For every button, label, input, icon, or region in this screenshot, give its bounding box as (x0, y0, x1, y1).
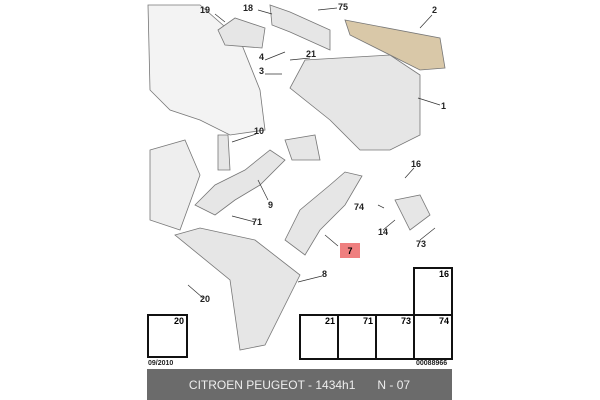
callout-21: 21 (306, 49, 317, 59)
date-label: 09/2010 (148, 360, 174, 367)
callout-4: 4 (259, 52, 265, 62)
callout-10: 10 (254, 126, 265, 136)
detail-box-21[interactable]: 21 (299, 314, 339, 360)
sensor-10 (217, 134, 231, 171)
callout-18: 18 (243, 3, 254, 13)
air-filter (344, 19, 446, 71)
detail-box-73[interactable]: 73 (375, 314, 415, 360)
leader-lines (187, 7, 441, 299)
detail-box-16[interactable]: 16 (413, 267, 453, 316)
callout-73: 73 (416, 239, 427, 249)
callout-3: 3 (259, 66, 265, 76)
callout-71: 71 (252, 217, 263, 227)
turbo (149, 139, 201, 231)
bracket-14 (394, 194, 431, 231)
footer-bar: CITROEN PEUGEOT - 1434h1 N - 07 (147, 369, 452, 400)
callout-20: 20 (200, 294, 211, 304)
detail-box-20[interactable]: 20 (147, 314, 188, 358)
resonator-8 (174, 227, 301, 351)
detail-box-74[interactable]: 74 (413, 314, 453, 360)
footer-page: N - 07 (377, 377, 411, 392)
callout-74: 74 (354, 202, 365, 212)
hose-7 (284, 171, 363, 256)
detail-box-71[interactable]: 71 (337, 314, 377, 360)
callout-2: 2 (432, 5, 438, 15)
bracket-18 (269, 4, 331, 51)
callout-14: 14 (378, 227, 389, 237)
callout-75: 75 (338, 2, 349, 12)
reference-number: 00088966 (416, 360, 448, 367)
callout-16: 16 (411, 159, 422, 169)
highlighted-callout-7[interactable]: 7 (340, 243, 360, 258)
callout-8: 8 (322, 269, 328, 279)
shield-19 (217, 17, 266, 49)
callout-19: 19 (200, 5, 211, 15)
mass-airflow (284, 134, 321, 161)
callout-9: 9 (268, 200, 274, 210)
hose-9 (194, 149, 286, 216)
callout-1: 1 (441, 101, 447, 111)
air-box (289, 54, 421, 151)
footer-title: CITROEN PEUGEOT - 1434h1 (188, 377, 356, 392)
